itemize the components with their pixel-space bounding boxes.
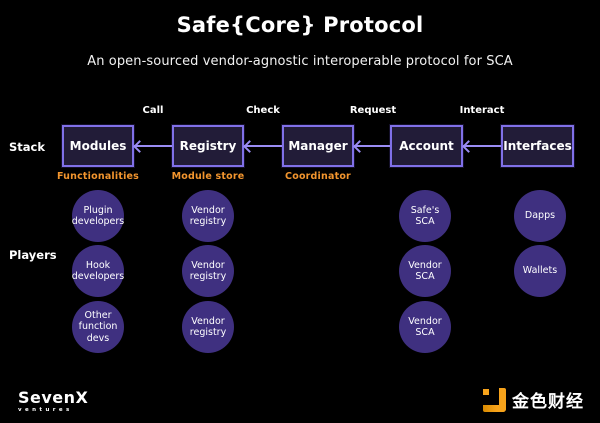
arrow-label-call: Call xyxy=(142,105,164,116)
page-subtitle: An open-sourced vendor-agnostic interope… xyxy=(87,54,513,69)
arrow-registry-to-modules-icon xyxy=(134,145,172,147)
arrow-manager-to-registry-icon xyxy=(244,145,282,147)
arrow-account-to-manager-icon xyxy=(354,145,390,147)
sevenx-logo-subtext: ventures xyxy=(18,407,73,413)
player-circle-dapps: Dapps xyxy=(514,190,566,242)
stack-box-modules: Modules xyxy=(62,125,134,167)
page-title: Safe{Core} Protocol xyxy=(176,13,424,37)
tag-functionalities: Functionalities xyxy=(56,171,140,182)
jinse-finance-logo-text: 金色财经 xyxy=(512,392,584,412)
stack-box-registry: Registry xyxy=(172,125,244,167)
stack-box-manager: Manager xyxy=(282,125,354,167)
player-circle-safes-sca: Safe's SCA xyxy=(399,190,451,242)
tag-coordinator: Coordinator xyxy=(285,171,351,182)
jinse-finance-logo: 金色财经 xyxy=(483,387,584,412)
arrow-interfaces-to-account-icon xyxy=(463,145,501,147)
player-circle-vendor-registry-3: Vendor registry xyxy=(182,301,234,353)
arrow-label-interact: Interact xyxy=(459,105,505,116)
jinse-finance-logo-icon xyxy=(483,387,506,412)
player-circle-hook-developers: Hook developers xyxy=(72,245,124,297)
sevenx-logo-wordmark: SevenX xyxy=(18,388,89,407)
player-circle-vendor-registry-2: Vendor registry xyxy=(182,245,234,297)
player-circle-other-function-devs: Other function devs xyxy=(72,301,124,353)
players-row-label: Players xyxy=(9,248,57,262)
player-circle-vendor-sca-1: Vendor SCA xyxy=(399,245,451,297)
sevenx-ventures-logo: SevenX ventures xyxy=(18,388,89,414)
player-circle-vendor-sca-2: Vendor SCA xyxy=(399,301,451,353)
stack-box-account: Account xyxy=(390,125,463,167)
jinse-icon-bottom-bar xyxy=(483,404,506,412)
arrow-label-request: Request xyxy=(349,105,397,116)
jinse-icon-square-block xyxy=(483,388,489,395)
jinse-icon-vertical-bar xyxy=(499,387,506,412)
player-circle-plugin-developers: Plugin developers xyxy=(72,190,124,242)
player-circle-wallets: Wallets xyxy=(514,245,566,297)
stack-row-label: Stack xyxy=(9,140,46,154)
arrow-label-check: Check xyxy=(246,105,280,116)
player-circle-vendor-registry-1: Vendor registry xyxy=(182,190,234,242)
tag-module-store: Module store xyxy=(171,171,245,182)
stack-box-interfaces: Interfaces xyxy=(501,125,574,167)
